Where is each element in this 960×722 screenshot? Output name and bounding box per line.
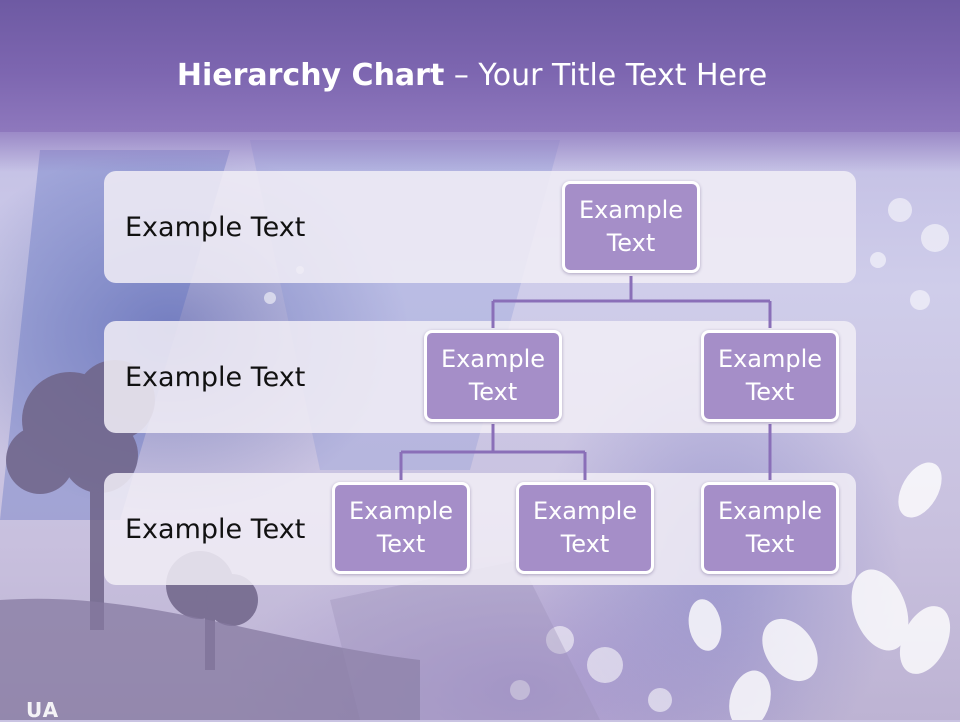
level-label-2: Example Text xyxy=(125,362,306,393)
level-band-1[interactable]: Example Text xyxy=(104,171,856,283)
level-label-3: Example Text xyxy=(125,514,306,545)
node-level3-c-label: Example Text xyxy=(717,497,823,558)
node-level3-b-label: Example Text xyxy=(532,497,638,558)
node-level2-right-label: Example Text xyxy=(717,345,823,406)
node-level2-right[interactable]: Example Text xyxy=(701,330,839,422)
title-bar xyxy=(0,0,960,172)
node-level3-a-label: Example Text xyxy=(348,497,454,558)
slide-title[interactable]: Hierarchy Chart – Your Title Text Here xyxy=(0,56,944,96)
node-level2-left[interactable]: Example Text xyxy=(424,330,562,422)
node-level3-a[interactable]: Example Text xyxy=(332,482,470,574)
node-root-label: Example Text xyxy=(578,196,684,257)
node-level2-left-label: Example Text xyxy=(440,345,546,406)
title-rest: – Your Title Text Here xyxy=(444,58,768,93)
level-label-1: Example Text xyxy=(125,212,306,243)
node-level3-b[interactable]: Example Text xyxy=(516,482,654,574)
watermark-logo: UA xyxy=(26,698,60,722)
node-root[interactable]: Example Text xyxy=(562,181,700,273)
node-level3-c[interactable]: Example Text xyxy=(701,482,839,574)
title-bold: Hierarchy Chart xyxy=(176,58,445,93)
